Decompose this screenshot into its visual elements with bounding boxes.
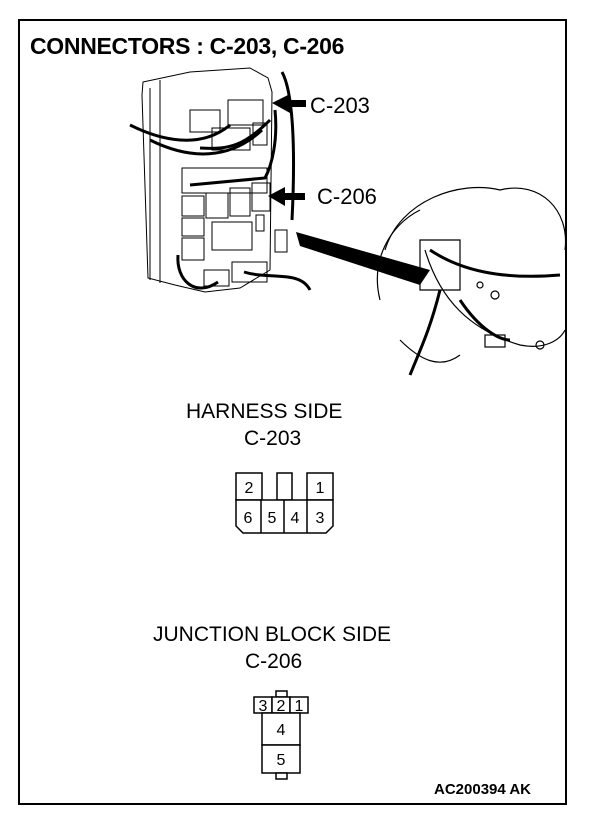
pin-label: 4 (277, 722, 286, 739)
location-pointer (296, 232, 430, 285)
pin-label: 3 (316, 510, 325, 527)
c203-arrow-icon (272, 94, 306, 113)
callout-c203: C-203 (310, 93, 370, 118)
pin-label: 4 (291, 510, 300, 527)
pin-label: 1 (295, 698, 304, 715)
harness-side-heading: HARNESS SIDE (186, 400, 343, 423)
junction-connector-label: C-206 (245, 650, 303, 673)
junction-side-heading: JUNCTION BLOCK SIDE (153, 623, 392, 646)
figure-code: AC200394 AK (434, 781, 531, 798)
callout-c206: C-206 (317, 184, 377, 209)
dashboard-illustration (376, 186, 567, 363)
pin-label: 1 (316, 480, 325, 497)
c203-connector-diagram (235, 472, 334, 534)
pin-label: 6 (244, 510, 253, 527)
pin-label: 5 (268, 510, 277, 527)
pin-label: 5 (277, 752, 286, 769)
c206-connector-diagram (253, 690, 309, 780)
c206-arrow-icon (268, 187, 305, 206)
pin-label: 2 (277, 698, 286, 715)
figure-frame (18, 19, 567, 805)
pin-label: 2 (245, 480, 254, 497)
figure-title: CONNECTORS : C-203, C-206 (30, 33, 345, 59)
harness-connector-label: C-203 (244, 427, 302, 450)
pin-label: 3 (259, 698, 268, 715)
